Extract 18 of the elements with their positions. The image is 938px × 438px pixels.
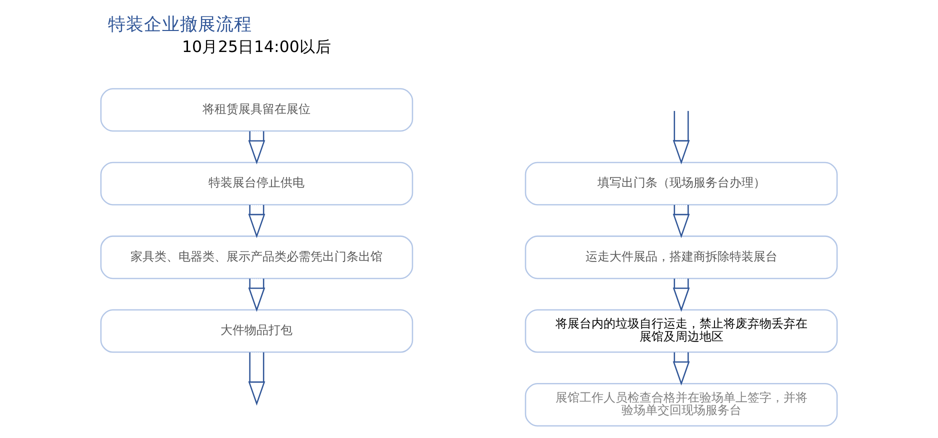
node-box: 填写出门条（现场服务台办理） bbox=[524, 162, 838, 206]
arrow bbox=[672, 352, 690, 386]
arrow bbox=[672, 204, 690, 238]
arrow bbox=[672, 110, 690, 164]
node-box: 运走大件展品，搭建商拆除特装展台 bbox=[524, 236, 838, 280]
arrow bbox=[672, 278, 690, 312]
arrow bbox=[248, 204, 266, 238]
node-box: 将租赁展具留在展位 bbox=[100, 88, 414, 132]
arrow bbox=[248, 278, 266, 312]
diagram-title: 特装企业撤展流程 bbox=[108, 15, 252, 36]
node-box: 将展台内的垃圾自行运走，禁止将废弃物丢弃在展馆及周边地区 bbox=[524, 309, 838, 353]
node-box: 大件物品打包 bbox=[100, 309, 414, 353]
arrow bbox=[248, 131, 266, 164]
node-box: 展馆工作人员检查合格并在验场单上签字，并将验场单交回现场服务台 bbox=[524, 382, 838, 427]
label: 10月25日14:00以后 bbox=[182, 37, 332, 56]
arrow bbox=[248, 352, 266, 406]
node-box: 特装展台停止供电 bbox=[100, 162, 414, 206]
node-box: 家具类、电器类、展示产品类必需凭出门条出馆 bbox=[100, 236, 414, 280]
